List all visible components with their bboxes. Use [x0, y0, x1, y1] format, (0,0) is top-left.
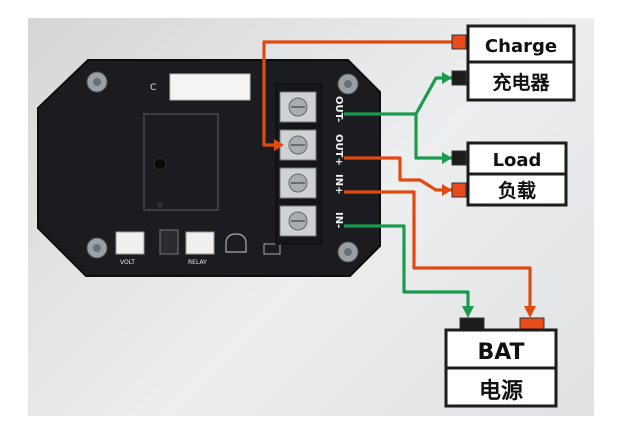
load-negative-pad	[451, 150, 467, 166]
terminal-label-in-plus: IN+	[333, 174, 344, 194]
battery-negative-pad	[459, 317, 485, 331]
wire-out-positive-to-load	[344, 156, 452, 192]
battery-label-en: BAT	[477, 340, 524, 365]
battery-box: BAT 电源	[444, 317, 558, 408]
terminal-screw-out-plus	[279, 129, 317, 161]
mount-screw-bottom-right	[337, 241, 359, 263]
relay-hole	[153, 157, 167, 171]
wire-charger-positive	[262, 40, 452, 147]
charger-box: Charge 充电器	[451, 24, 576, 102]
connector-volt	[115, 231, 145, 255]
wire-out-negative-to-load	[414, 114, 452, 160]
load-label-cn: 负载	[498, 179, 536, 202]
module-marking: C	[150, 83, 156, 93]
wiring	[262, 40, 536, 318]
terminal-label-out-plus: OUT+	[333, 134, 344, 166]
battery-positive-pad	[519, 317, 545, 331]
arrow-to-out-positive	[274, 139, 284, 151]
terminal-label-in-minus: IN-	[333, 212, 344, 228]
silk-shape	[225, 233, 247, 253]
terminal-screw-in-plus	[279, 167, 317, 199]
load-positive-pad	[451, 182, 467, 198]
load-label-en: Load	[493, 150, 542, 171]
arrow-to-charger-negative	[442, 72, 452, 84]
relay-pin	[157, 202, 163, 208]
charger-positive-pad	[451, 34, 467, 50]
control-module: C VOLT RELAY	[37, 59, 381, 277]
jumper-pad	[263, 243, 281, 255]
connector-relay	[185, 231, 215, 255]
arrow-to-load-negative	[442, 152, 452, 164]
connector-label-volt: VOLT	[120, 259, 135, 266]
load-box: Load 负载	[451, 141, 568, 207]
terminal-screw-out-minus	[279, 91, 317, 123]
charger-label-cn: 充电器	[492, 71, 550, 94]
charger-label-en: Charge	[485, 36, 557, 57]
battery-label-cn: 电源	[479, 379, 523, 404]
arrow-to-battery-positive	[524, 306, 536, 318]
charger-negative-pad	[451, 70, 467, 86]
wire-in-positive-to-battery	[344, 190, 532, 314]
mount-screw-bottom-left	[86, 237, 108, 259]
arrow-to-battery-negative	[462, 306, 474, 318]
terminal-block: OUT- OUT+ IN+ IN-	[275, 83, 344, 245]
mount-screw-top-right	[337, 73, 359, 95]
relay-outline	[143, 113, 219, 211]
wire-in-negative-to-battery	[344, 224, 470, 314]
terminal-screw-in-minus	[279, 205, 317, 237]
arrow-to-load-positive	[442, 184, 452, 196]
connector-label-relay: RELAY	[188, 259, 207, 266]
module-sticker	[169, 73, 251, 101]
mount-screw-top-left	[86, 71, 108, 93]
selector-switch	[159, 229, 179, 255]
terminal-label-out-minus: OUT-	[333, 96, 344, 122]
